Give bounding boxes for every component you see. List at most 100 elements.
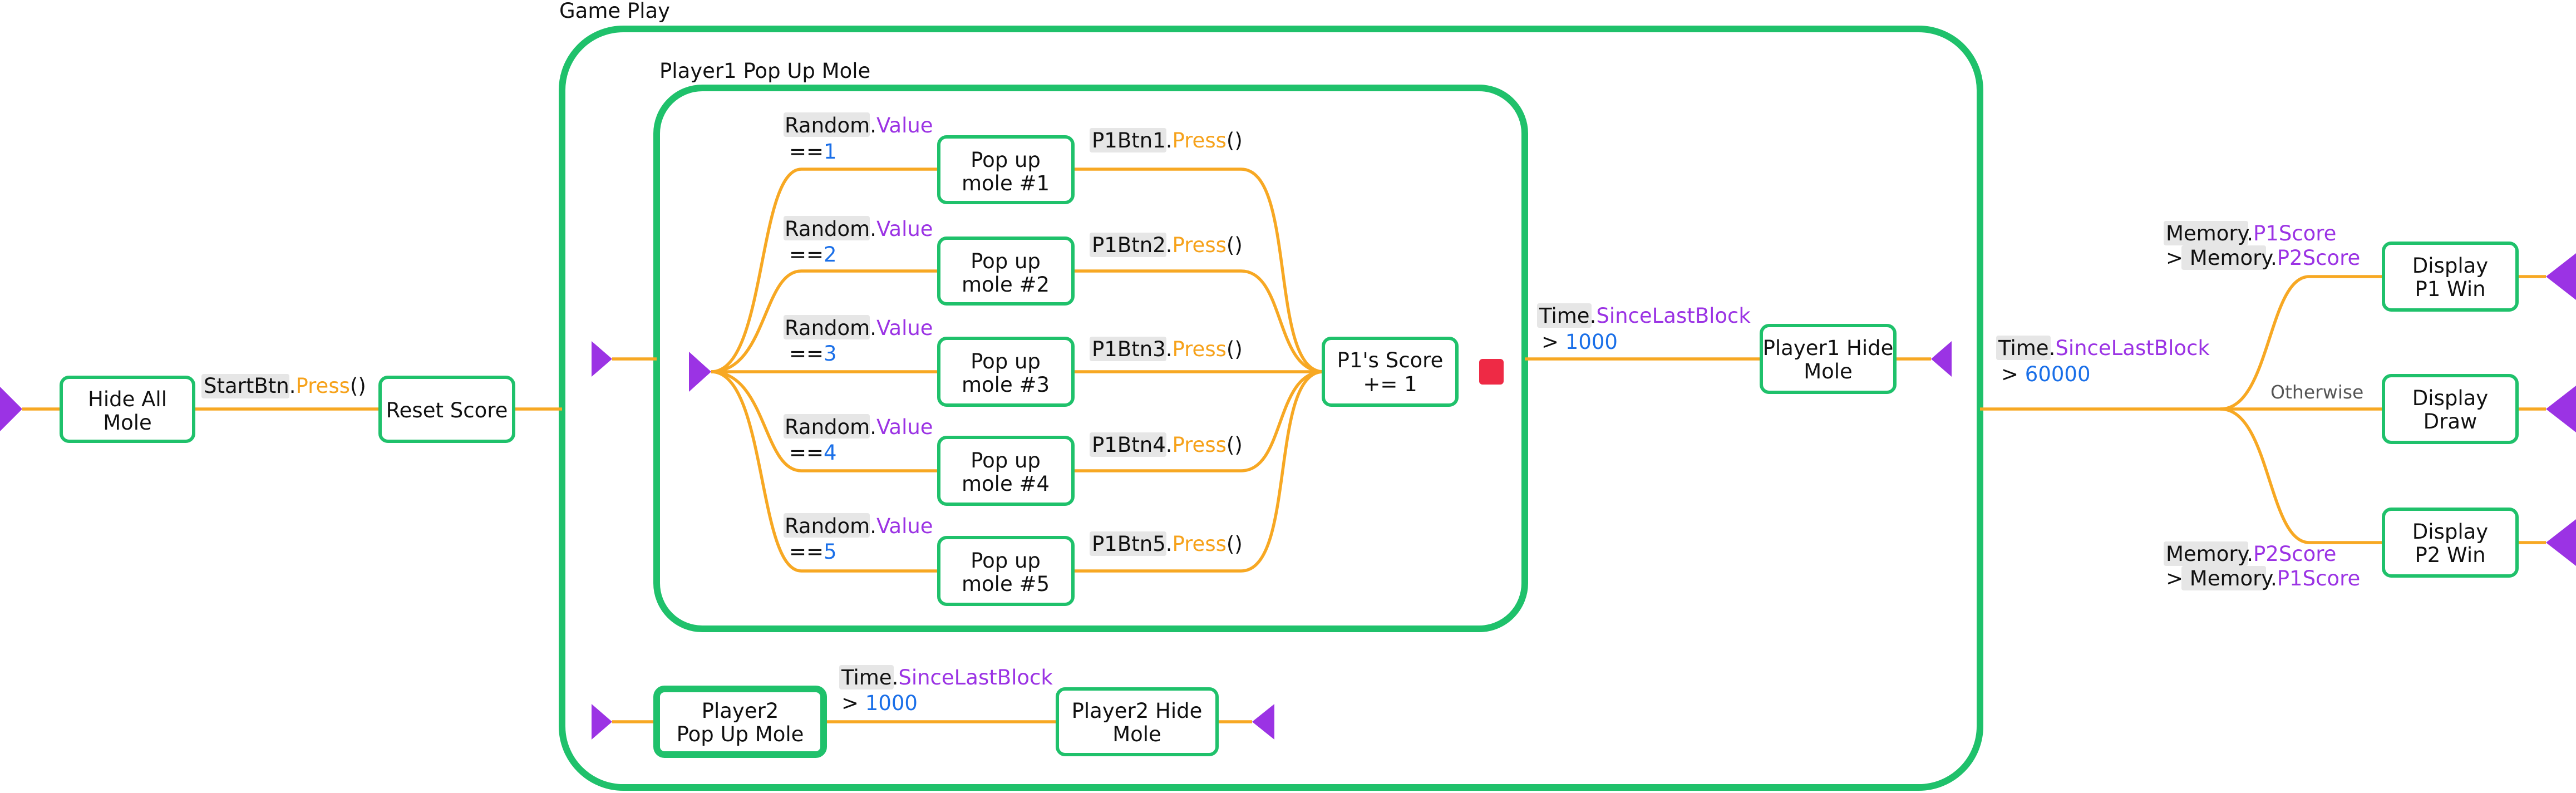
condition-btn-5-sep: . xyxy=(1166,532,1173,556)
edge-pop2-score xyxy=(1073,269,1324,373)
reset-score-node[interactable]: Reset Score xyxy=(378,376,515,443)
entry-port[interactable] xyxy=(0,387,22,431)
svg-text:Time.SinceLastBlock: Time.SinceLastBlock xyxy=(841,666,1053,689)
condition-p2-time-property: SinceLastBlock xyxy=(898,666,1053,689)
edge-fork-pop5 xyxy=(711,370,939,573)
condition-p2-wins-property2: P1Score xyxy=(2277,567,2360,590)
svg-text:Random.Value: Random.Value xyxy=(785,114,933,137)
display-p2-win-line2: P2 Win xyxy=(2415,543,2485,567)
pop-up-mole-1-node[interactable]: Pop up mole #1 xyxy=(937,135,1075,204)
condition-btn-2-parens: () xyxy=(1227,233,1243,257)
display-p1-win-node[interactable]: Display P1 Win xyxy=(2382,242,2519,312)
condition-btn-2-highlight xyxy=(1090,233,1166,257)
pop-up-mole-3-line2: mole #3 xyxy=(962,373,1050,397)
condition-p1-time-value: 1000 xyxy=(1565,330,1618,354)
svg-text:==1: ==1 xyxy=(789,140,837,164)
p1-win-exit-port[interactable] xyxy=(2546,253,2576,300)
hide-all-mole-node[interactable]: Hide All Mole xyxy=(60,376,195,443)
condition-random-3-object: Random xyxy=(785,316,870,340)
condition-game-time-highlight xyxy=(1996,336,2051,360)
condition-random-5-highlight xyxy=(784,513,870,538)
p2-hide-exit-port[interactable] xyxy=(1252,704,1274,740)
condition-random-1-object: Random xyxy=(785,114,870,137)
condition-random-1-property: Value xyxy=(876,114,933,137)
condition-p2-wins-object2: Memory xyxy=(2190,567,2273,590)
condition-start-object: StartBtn xyxy=(204,374,289,398)
condition-btn-5: P1Btn5.Press() xyxy=(1090,531,1243,556)
p1-hide-exit-port[interactable] xyxy=(1931,341,1952,377)
p1-score-node[interactable]: P1's Score += 1 xyxy=(1322,337,1459,407)
display-p2-win-node[interactable]: Display P2 Win xyxy=(2382,508,2519,578)
condition-game-time-sep: . xyxy=(2049,336,2056,360)
pop-up-mole-3-node[interactable]: Pop up mole #3 xyxy=(937,337,1075,407)
condition-btn-3-sep: . xyxy=(1166,337,1173,361)
player2-pop-up-mole-node[interactable]: Player2 Pop Up Mole xyxy=(653,686,827,758)
player2-hide-mole-node[interactable]: Player2 Hide Mole xyxy=(1056,687,1219,756)
condition-p1-wins-op: > xyxy=(2166,246,2183,270)
condition-random-5: Random.Value ==5 xyxy=(784,513,933,564)
edge-fork-pop4 xyxy=(711,370,939,472)
edges xyxy=(22,168,2546,723)
condition-random-5-property: Value xyxy=(876,514,933,538)
condition-p2-wins-property1: P2Score xyxy=(2253,542,2336,566)
display-p1-win-line2: P1 Win xyxy=(2415,277,2485,301)
condition-btn-4: P1Btn4.Press() xyxy=(1090,432,1243,457)
display-draw-line2: Draw xyxy=(2424,410,2478,434)
condition-p1-time-sep: . xyxy=(1590,304,1597,328)
condition-p1-wins-object1: Memory xyxy=(2166,221,2249,245)
edge-fork-pop1 xyxy=(711,168,939,373)
game-play-title: Game Play xyxy=(559,0,670,23)
svg-text:> 1000: > 1000 xyxy=(1541,330,1618,354)
display-p1-win-line1: Display xyxy=(2412,254,2488,278)
pop-up-mole-4-line2: mole #4 xyxy=(962,472,1050,496)
gameplay-p2-entry-port[interactable] xyxy=(592,704,612,740)
condition-p1-time-highlight xyxy=(1537,303,1592,328)
condition-btn-4-highlight xyxy=(1090,432,1166,457)
pop-up-mole-5-node[interactable]: Pop up mole #5 xyxy=(937,536,1075,606)
reset-score-line1: Reset Score xyxy=(386,398,508,422)
stop-marker[interactable] xyxy=(1479,359,1504,385)
svg-text:==5: ==5 xyxy=(789,540,837,564)
player1-pop-up-title: Player1 Pop Up Mole xyxy=(659,59,870,83)
pop-up-mole-1-line2: mole #1 xyxy=(962,171,1050,195)
condition-random-2-value: 2 xyxy=(824,243,837,267)
display-draw-node[interactable]: Display Draw xyxy=(2382,374,2519,444)
condition-p1-wins-property2: P2Score xyxy=(2277,246,2360,270)
condition-p2-wins-sep2: . xyxy=(2270,567,2277,590)
svg-text:Time.SinceLastBlock: Time.SinceLastBlock xyxy=(1539,304,1751,328)
svg-text:Random.Value: Random.Value xyxy=(785,217,933,241)
condition-btn-5-method: Press xyxy=(1173,532,1227,556)
condition-random-1-sep: . xyxy=(870,114,876,137)
condition-p2-time-highlight xyxy=(839,665,894,689)
condition-btn-5-parens: () xyxy=(1227,532,1243,556)
draw-exit-port[interactable] xyxy=(2546,386,2576,432)
p1-pop-up-entry-port[interactable] xyxy=(689,352,711,392)
condition-random-1-highlight xyxy=(784,112,870,137)
pop-up-mole-2-node[interactable]: Pop up mole #2 xyxy=(937,237,1075,306)
condition-p1-time: Time.SinceLastBlock > 1000 xyxy=(1537,303,1751,354)
condition-p1-time-object: Time xyxy=(1539,304,1590,328)
condition-p2-time-sep: . xyxy=(892,666,899,689)
gameplay-p1-entry-port[interactable] xyxy=(592,341,612,377)
condition-start-method: Press xyxy=(296,374,350,398)
pop-up-mole-4-node[interactable]: Pop up mole #4 xyxy=(937,436,1075,506)
condition-random-1-op: == xyxy=(789,140,824,164)
ports xyxy=(0,253,2576,740)
edge-fork-p1win xyxy=(2220,275,2383,411)
pop-up-mole-2-line2: mole #2 xyxy=(962,273,1050,297)
condition-p2-time-object: Time xyxy=(841,666,892,689)
pop-up-mole-4-line1: Pop up xyxy=(971,449,1041,472)
condition-random-1-value: 1 xyxy=(824,140,837,164)
condition-random-3-sep: . xyxy=(870,316,876,340)
condition-btn-1: P1Btn1.Press() xyxy=(1090,128,1243,152)
svg-text:==4: ==4 xyxy=(789,441,837,465)
player2-hide-mole-line2: Mole xyxy=(1112,722,1161,746)
condition-btn-2-sep: . xyxy=(1166,233,1173,257)
edge-pop5-score xyxy=(1073,370,1324,573)
player1-hide-mole-node[interactable]: Player1 Hide Mole xyxy=(1760,324,1897,394)
display-p2-win-line1: Display xyxy=(2412,520,2488,544)
p2-win-exit-port[interactable] xyxy=(2546,519,2576,566)
condition-otherwise: Otherwise xyxy=(2270,381,2363,403)
condition-random-4-highlight xyxy=(784,414,870,439)
condition-btn-4-sep: . xyxy=(1166,433,1173,457)
